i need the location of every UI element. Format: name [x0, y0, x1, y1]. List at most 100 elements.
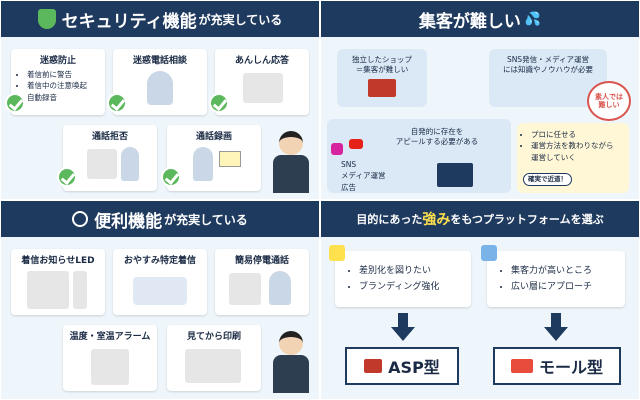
fax-device-icon [185, 349, 241, 383]
card-view-then-print: 見てから印刷 [167, 325, 261, 391]
mall-icon [510, 359, 533, 373]
arrow-down-icon [391, 327, 415, 341]
mall-type-label: モール型 [538, 358, 603, 377]
shop-icon [364, 359, 383, 373]
card-spam-prevention: 迷惑防止 着信前に警告 着信中の注意喚起 自動録音 [11, 49, 105, 115]
sure-shortcut-tag: 確実で近道！ [523, 173, 572, 186]
bullet: 着信中の注意喚起 [27, 80, 105, 91]
person-icon [269, 271, 291, 305]
left-criteria-item: 差別化を図りたい [359, 263, 471, 279]
security-panel: セキュリティ機能 が充実している 迷惑防止 着信前に警告 着信中の注意喚起 自動… [1, 1, 319, 199]
badge-line: 素人では [595, 92, 623, 101]
card-call-recording: 通話録画 [167, 125, 261, 191]
sweat-icon: 💦 [524, 11, 542, 27]
bubble-sns-knowledge: SNS発信・メディア運営 には知識やノウハウが必要 [489, 49, 607, 107]
bubble-line: SNS発信・メディア運営 [506, 55, 590, 64]
platform-panel: 目的にあった 強み をもつプラットフォームを選ぶ 差別化を図りたい ブランディン… [321, 201, 639, 399]
sns-item: SNS [341, 160, 357, 169]
sns-item: メディア運営 [341, 171, 386, 181]
check-icon [57, 167, 77, 187]
phone-device-icon [87, 149, 117, 179]
puzzle-icon [329, 245, 345, 261]
card-incoming-led: 着信お知らせLED [11, 249, 105, 315]
person-icon [193, 147, 213, 181]
card-spam-consult: 迷惑電話相談 [113, 49, 207, 115]
card-night-mode: おやすみ特定着信 [113, 249, 207, 315]
sleeping-person-icon [133, 277, 187, 305]
right-criteria-item: 集客力が高いところ [511, 263, 625, 279]
handset-icon [73, 271, 87, 309]
bubble-line: には知識やノウハウが必要 [503, 65, 593, 75]
bubble-line: 独立したショップ [352, 55, 412, 64]
platform-header: 目的にあった 強み をもつプラットフォームを選ぶ [321, 201, 639, 237]
platform-title-pre: 目的にあった [356, 213, 423, 226]
pro-item: 運営方法を教わりながら [531, 140, 625, 151]
instagram-icon [331, 143, 343, 155]
check-icon [5, 93, 25, 113]
card-title: 簡易停電通話 [234, 256, 289, 266]
sns-item: 広告 [341, 182, 356, 192]
card-call-block: 通話拒否 [63, 125, 157, 191]
card-safe-response: あんしん応答 [215, 49, 309, 115]
convenience-panel: 便利機能 が充実している 着信お知らせLED おやすみ特定着信 簡易停電通話 温… [1, 201, 319, 399]
presenter-man-icon [271, 131, 311, 193]
card-title: 見てから印刷 [186, 332, 241, 342]
presenter-man-icon [271, 331, 311, 393]
card-title: 迷惑防止 [39, 56, 76, 66]
bubble-line: アピールする必要がある [395, 137, 479, 147]
arrow-stem [551, 313, 561, 329]
bubble-leave-to-pro: プロに任せる 運営方法を教わりながら 運営していく 確実で近道！ [517, 123, 629, 193]
laptop-icon [437, 163, 473, 187]
bubble-independent-shop: 独立したショップ ＝集客が難しい [337, 49, 427, 107]
platform-title-post: をもつプラットフォームを選ぶ [450, 213, 604, 226]
card-title: 通話録画 [195, 132, 232, 142]
puzzle-icon [481, 245, 497, 261]
bubble-line: 自発的に存在を [410, 127, 464, 136]
right-criteria-box: 集客力が高いところ 広い層にアプローチ [481, 245, 625, 307]
right-criteria-item: 広い層にアプローチ [511, 279, 625, 295]
pro-item: プロに任せる [531, 129, 625, 140]
bubble-line: ＝集客が難しい [355, 65, 409, 75]
security-title: セキュリティ機能 [61, 11, 197, 32]
security-header: セキュリティ機能 が充実している [1, 1, 319, 37]
phone-device-icon [243, 73, 283, 103]
bubble-self-appeal: 自発的に存在を アピールする必要がある SNS メディア運営 広告 [327, 119, 511, 193]
elderly-person-icon [147, 71, 173, 105]
arrow-stem [398, 313, 408, 329]
hand-check-icon [72, 211, 89, 227]
phone-device-icon [229, 273, 261, 305]
card-title: あんしん応答 [234, 56, 289, 66]
platform-title-highlight: 強み [422, 212, 451, 228]
security-subtitle: が充実している [198, 12, 283, 27]
card-title: 通話拒否 [91, 132, 128, 142]
bullet: 自動録音 [27, 92, 105, 103]
badge-line: 難しい [598, 101, 620, 109]
shop-icon [368, 79, 396, 98]
mall-type-badge: モール型 [493, 347, 621, 385]
pro-item: 運営していく [531, 152, 576, 162]
acquisition-title: 集客が難しい [418, 11, 521, 32]
card-title: 温度・室温アラーム [69, 332, 151, 342]
card-temperature-alarm: 温度・室温アラーム [63, 325, 157, 391]
left-criteria-box: 差別化を図りたい ブランディング強化 [329, 245, 471, 307]
card-blackout-call: 簡易停電通話 [215, 249, 309, 315]
acquisition-panel: 集客が難しい 💦 独立したショップ ＝集客が難しい SNS発信・メディア運営 に… [321, 1, 639, 199]
amateur-difficult-badge: 素人では 難しい [587, 81, 631, 121]
left-criteria-item: ブランディング強化 [359, 279, 471, 295]
shield-check-icon [37, 9, 56, 29]
acquisition-header: 集客が難しい 💦 [321, 1, 639, 37]
convenience-header: 便利機能 が充実している [1, 201, 319, 237]
phone-device-icon [91, 349, 129, 385]
person-icon [121, 147, 139, 181]
arrow-down-icon [544, 327, 568, 341]
youtube-icon [349, 139, 363, 149]
check-icon [107, 93, 127, 113]
card-title: 着信お知らせLED [21, 256, 95, 266]
card-title: 迷惑電話相談 [132, 56, 187, 66]
check-icon [161, 167, 181, 187]
asp-type-badge: ASP型 [345, 347, 459, 385]
card-title: おやすみ特定着信 [123, 256, 196, 266]
check-icon [209, 93, 229, 113]
note-icon [219, 151, 241, 167]
bullet: 着信前に警告 [27, 69, 105, 80]
